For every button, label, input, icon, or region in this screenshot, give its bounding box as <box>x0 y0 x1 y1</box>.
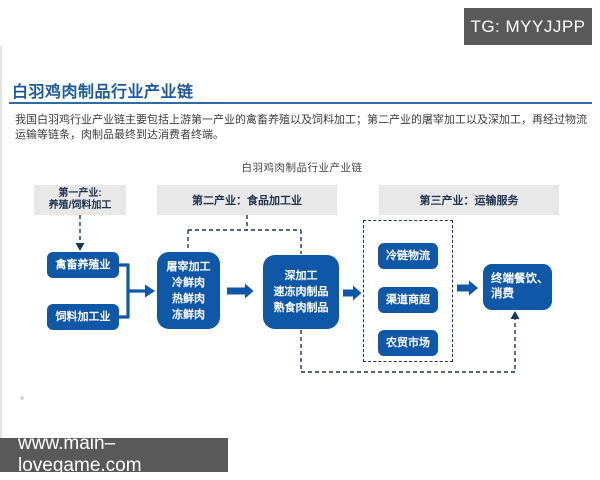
node-farmers-market: 农贸市场 <box>378 330 438 356</box>
header-secondary-industry: 第二产业：食品加工业 <box>157 185 337 215</box>
watermark-site-badge: www.main–lovegame.com <box>0 433 228 476</box>
slide-left-border <box>0 46 2 438</box>
intro-paragraph: 我国白羽鸡行业产业链主要包括上游第一产业的禽畜养殖以及饲料加工；第二产业的屠宰加… <box>15 114 587 141</box>
arrow-to-slaughter <box>145 284 155 298</box>
merge-lines <box>119 263 146 319</box>
arrow-deep-to-distribution <box>343 285 362 301</box>
node-terminal-consumption: 终端餐饮、 消费 <box>483 264 552 310</box>
node-slaughter-processing: 屠宰加工 冷鲜肉 热鲜肉 冻鲜肉 <box>157 252 220 329</box>
node-feed-processing: 饲料加工业 <box>47 304 119 330</box>
arrow-distribution-to-terminal <box>457 280 478 296</box>
diagram-title: 白羽鸡肉制品行业产业链 <box>241 162 363 174</box>
header-primary-industry: 第一产业: 养殖/饲料加工 <box>34 185 126 215</box>
footnote-mark <box>20 396 24 400</box>
page-title: 白羽鸡肉制品行业产业链 <box>12 84 194 101</box>
node-channel-supermarket: 渠道商超 <box>378 287 438 313</box>
title-underline <box>9 102 592 104</box>
header-tertiary-industry: 第三产业：运输服务 <box>379 185 559 215</box>
node-cold-chain-logistics: 冷链物流 <box>378 243 438 269</box>
arrow-slaughter-to-deep <box>227 283 254 299</box>
node-poultry-farming: 禽畜养殖业 <box>47 252 119 278</box>
node-deep-processing: 深加工 速冻肉制品 熟食肉制品 <box>263 255 339 329</box>
watermark-tg-badge: TG: MYYJJPP <box>464 8 592 45</box>
